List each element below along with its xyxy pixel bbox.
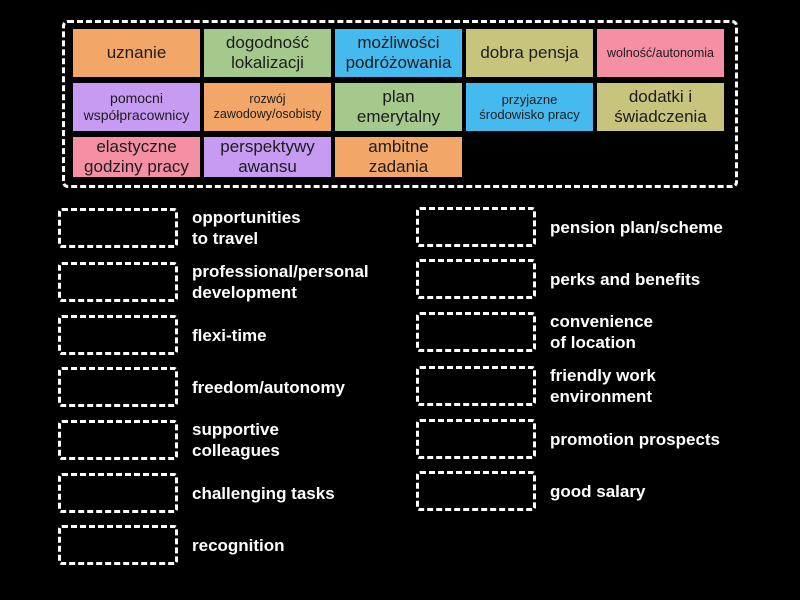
match-row: professional/personal development	[58, 261, 369, 303]
word-tile[interactable]: ambitne zadania	[335, 137, 462, 177]
match-label: recognition	[192, 535, 285, 555]
match-row: supportive colleagues	[58, 419, 369, 461]
word-tile[interactable]: uznanie	[73, 29, 200, 77]
drop-zone[interactable]	[416, 312, 536, 352]
match-label: good salary	[550, 481, 646, 501]
match-row: recognition	[58, 525, 369, 565]
drop-zone[interactable]	[58, 525, 178, 565]
word-tile[interactable]: elastyczne godziny pracy	[73, 137, 200, 177]
word-tile[interactable]: dogodność lokalizacji	[204, 29, 331, 77]
drop-zone[interactable]	[416, 471, 536, 511]
match-label: pension plan/scheme	[550, 217, 723, 237]
drop-zone[interactable]	[416, 259, 536, 299]
match-label: flexi-time	[192, 325, 267, 345]
match-row: perks and benefits	[416, 259, 723, 299]
word-tile[interactable]: możliwości podróżowania	[335, 29, 462, 77]
word-bank-row: uznanie dogodność lokalizacji możliwości…	[73, 29, 727, 77]
drop-zone[interactable]	[58, 315, 178, 355]
match-row: freedom/autonomy	[58, 367, 369, 407]
drop-zone[interactable]	[416, 419, 536, 459]
drop-zone[interactable]	[58, 262, 178, 302]
word-tile[interactable]: pomocni współpracownicy	[73, 83, 200, 131]
word-tile[interactable]: perspektywy awansu	[204, 137, 331, 177]
match-label: perks and benefits	[550, 269, 701, 289]
word-tile[interactable]: rozwój zawodowy/osobisty	[204, 83, 331, 131]
drop-zone[interactable]	[58, 208, 178, 248]
word-bank-row: pomocni współpracownicy rozwój zawodowy/…	[73, 83, 727, 131]
match-row: friendly work environment	[416, 365, 723, 407]
match-label: promotion prospects	[550, 429, 721, 449]
answers-column-right: pension plan/scheme perks and benefits c…	[416, 207, 723, 511]
word-bank-row: elastyczne godziny pracy perspektywy awa…	[73, 137, 727, 177]
match-row: convenience of location	[416, 311, 723, 353]
match-label: challenging tasks	[192, 483, 335, 503]
match-row: good salary	[416, 471, 723, 511]
match-label: professional/personal development	[192, 262, 369, 302]
match-row: opportunities to travel	[58, 207, 369, 249]
word-tile[interactable]: przyjazne środowisko pracy	[466, 83, 593, 131]
match-row: pension plan/scheme	[416, 207, 723, 247]
match-label: freedom/autonomy	[192, 377, 346, 397]
match-label: convenience of location	[550, 312, 653, 352]
match-row: flexi-time	[58, 315, 369, 355]
drop-zone[interactable]	[416, 366, 536, 406]
drop-zone[interactable]	[416, 207, 536, 247]
word-bank: uznanie dogodność lokalizacji możliwości…	[62, 20, 738, 188]
word-tile[interactable]: plan emerytalny	[335, 83, 462, 131]
answers-column-left: opportunities to travel professional/per…	[58, 207, 369, 565]
drop-zone[interactable]	[58, 473, 178, 513]
word-tile[interactable]: dobra pensja	[466, 29, 593, 77]
match-row: challenging tasks	[58, 473, 369, 513]
drop-zone[interactable]	[58, 420, 178, 460]
word-tile[interactable]: dodatki i świadczenia	[597, 83, 724, 131]
match-label: friendly work environment	[550, 366, 656, 406]
match-row: promotion prospects	[416, 419, 723, 459]
drop-zone[interactable]	[58, 367, 178, 407]
match-label: opportunities to travel	[192, 208, 301, 248]
word-tile[interactable]: wolność/autonomia	[597, 29, 724, 77]
match-label: supportive colleagues	[192, 420, 280, 460]
